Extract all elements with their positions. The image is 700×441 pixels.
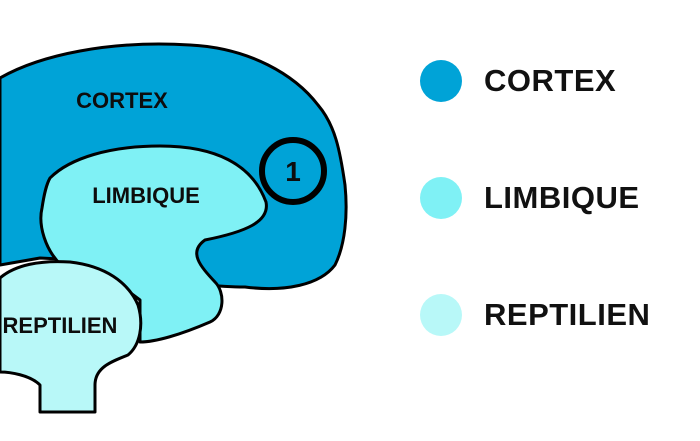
- legend-label-reptilien: REPTILIEN: [484, 297, 651, 332]
- legend-swatch-reptilien: [420, 294, 462, 336]
- limbique-region: [39, 144, 268, 344]
- reptilien-label: REPTILIEN: [3, 313, 118, 338]
- limbique-label: LIMBIQUE: [92, 183, 200, 208]
- legend-swatch-cortex: [420, 60, 462, 102]
- legend: CORTEX LIMBIQUE REPTILIEN: [420, 58, 690, 338]
- marker-circle: [259, 137, 327, 205]
- marker-number: 1: [285, 156, 301, 187]
- legend-label-limbique: LIMBIQUE: [484, 180, 640, 215]
- marker-badge: 1: [259, 137, 327, 205]
- legend-label-cortex: CORTEX: [484, 63, 617, 98]
- legend-item-limbique: LIMBIQUE: [420, 175, 690, 221]
- legend-item-cortex: CORTEX: [420, 58, 690, 104]
- legend-swatch-limbique: [420, 177, 462, 219]
- cortex-label: CORTEX: [76, 88, 168, 113]
- legend-item-reptilien: REPTILIEN: [420, 292, 690, 338]
- reptilien-region: [0, 260, 143, 414]
